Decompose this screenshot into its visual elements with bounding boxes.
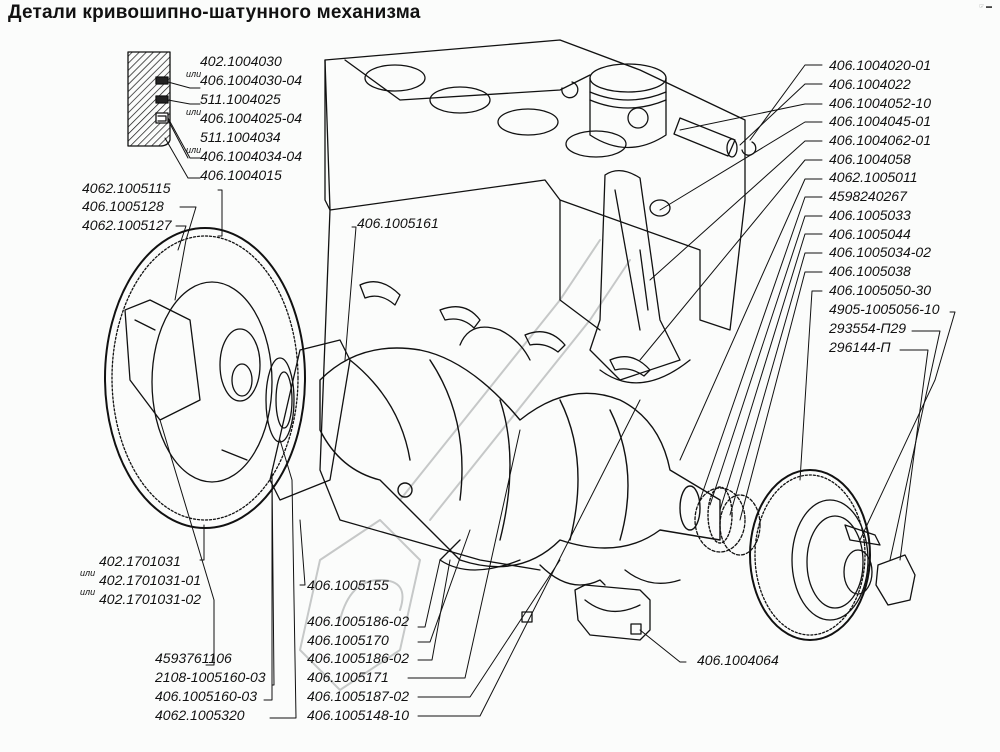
piston-pin [673, 117, 757, 158]
part-label: 406.1005033 [829, 207, 911, 223]
part-label: 406.1004034-04 [200, 148, 302, 164]
or-label: или [186, 107, 202, 117]
part-label: 406.1005160-03 [155, 688, 257, 704]
connecting-rod [589, 170, 691, 384]
leader-lines [159, 64, 956, 719]
or-label: или [186, 69, 202, 79]
part-label: 406.1005187-02 [307, 688, 409, 704]
part-label: 402.1701031 [99, 553, 181, 569]
or-label: или [80, 587, 96, 597]
part-label: 4593761106 [155, 650, 232, 666]
piston [561, 63, 667, 149]
part-label: 406.1005050-30 [829, 282, 931, 298]
part-label: 4905-1005056-10 [829, 301, 940, 317]
rear-oil-seal [265, 339, 351, 501]
part-label: 4062.1005320 [155, 707, 245, 723]
part-label: 511.1004025 [200, 91, 281, 107]
part-label: 402.1701031-01 [99, 572, 201, 588]
part-label: 4062.1005127 [82, 217, 172, 233]
main-bearing-cap [521, 584, 651, 641]
part-label: 406.1005038 [829, 263, 911, 279]
part-label: 406.1004030-04 [200, 72, 302, 88]
part-label: 406.1005148-10 [307, 707, 409, 723]
part-label: 402.1701031-02 [99, 591, 201, 607]
main-bearing-shells [359, 281, 681, 586]
crankshaft [319, 347, 733, 568]
part-label: 406.1005128 [82, 198, 164, 214]
part-label: 402.1004030 [200, 53, 282, 69]
part-label: 406.1005170 [307, 632, 389, 648]
part-label: 406.1004062-01 [829, 132, 931, 148]
part-label: 4598240267 [829, 188, 907, 204]
part-label: 406.1004052-10 [829, 95, 931, 111]
ring-leaders [164, 81, 201, 179]
part-label: 406.1004064 [697, 652, 779, 668]
part-label: 406.1004045-01 [829, 113, 931, 129]
or-label: или [186, 145, 202, 155]
diagram-title: Детали кривошипно-шатунного механизма [8, 2, 421, 23]
part-label: 4062.1005115 [82, 180, 171, 196]
part-label: 406.1004022 [829, 76, 911, 92]
engine-block [319, 39, 746, 571]
part-label: 511.1004034 [200, 129, 281, 145]
part-label: 406.1005186-02 [307, 613, 409, 629]
piston-ring-section [127, 51, 171, 147]
part-label: 406.1005171 [307, 669, 389, 685]
part-label: 406.1005044 [829, 226, 911, 242]
part-label: 406.1005034-02 [829, 244, 931, 260]
part-label: 406.1005155 [307, 577, 389, 593]
flywheel [104, 227, 306, 529]
part-label: 406.1004015 [200, 167, 282, 183]
or-label: или [80, 568, 96, 578]
part-label: 406.1004058 [829, 151, 911, 167]
corner-mark: ☞ ▬ [978, 4, 992, 10]
part-label: 406.1004025-04 [200, 110, 302, 126]
crankshaft-pulley [694, 469, 916, 641]
part-label: 406.1005186-02 [307, 650, 409, 666]
part-label: 406.1005161 [357, 215, 439, 231]
part-label: 406.1004020-01 [829, 57, 931, 73]
part-label: 296144-П [829, 339, 891, 355]
part-label: 4062.1005011 [829, 169, 918, 185]
part-label: 293554-П29 [829, 320, 907, 336]
part-label: 2108-1005160-03 [155, 669, 266, 685]
